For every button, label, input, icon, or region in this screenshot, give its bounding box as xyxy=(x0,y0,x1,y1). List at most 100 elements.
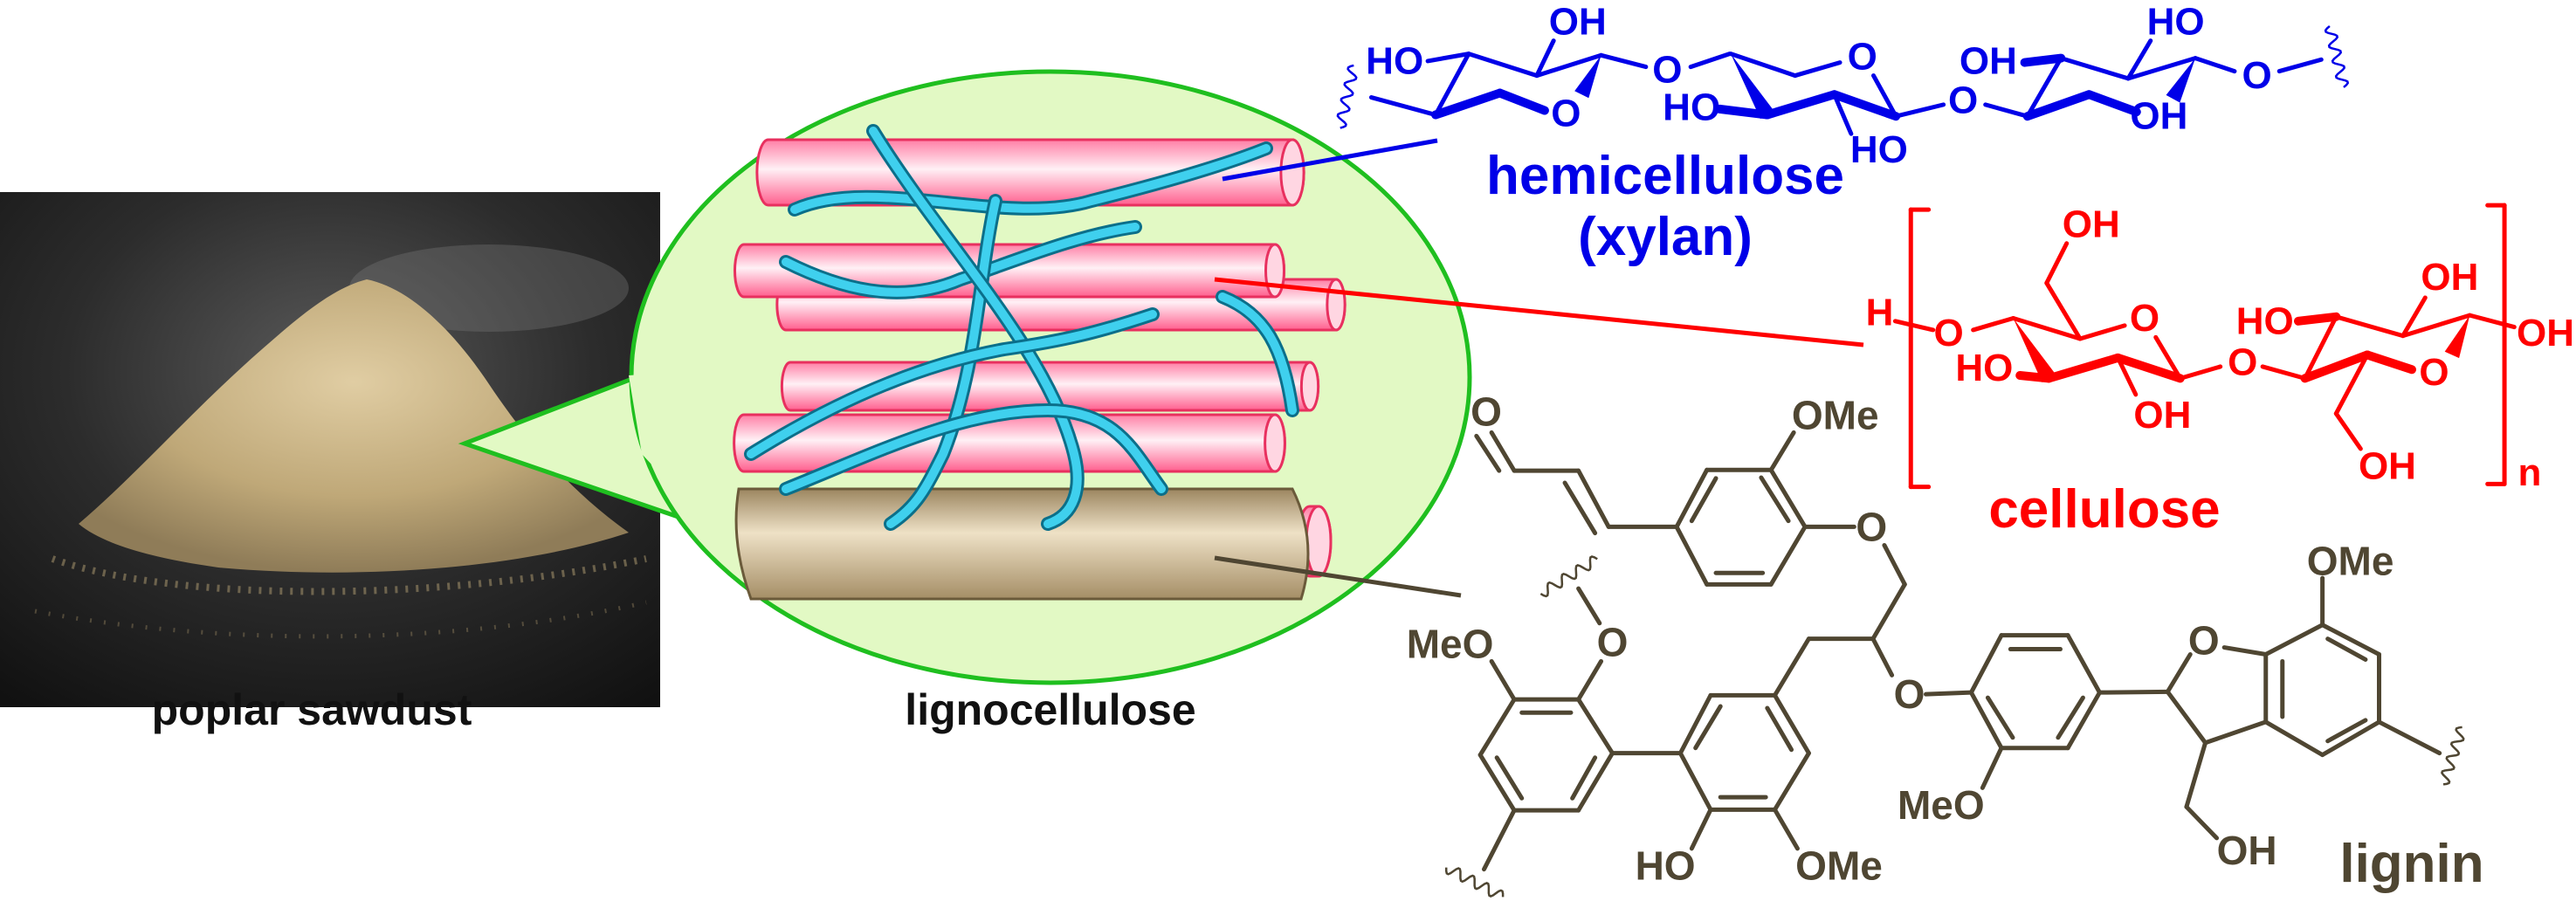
bond xyxy=(1689,476,1718,524)
bond xyxy=(1599,52,1649,70)
bond xyxy=(2333,314,2406,339)
atom-label: OH xyxy=(2421,256,2478,299)
bond xyxy=(1980,746,2004,790)
bond xyxy=(1728,52,1798,79)
wavy-bond xyxy=(2324,25,2350,88)
atom-label: HO xyxy=(1663,86,1720,129)
bond xyxy=(1762,90,1839,120)
atom-label: OH xyxy=(2133,394,2191,437)
bond xyxy=(1971,315,2016,333)
hemicellulose-strand xyxy=(744,307,1160,461)
bond xyxy=(1765,705,1794,753)
hemicellulose-strand xyxy=(779,402,1168,496)
bond xyxy=(1489,658,1517,702)
atom-label: OH xyxy=(2359,445,2416,488)
bond xyxy=(2400,313,2472,339)
cellulose-label: cellulose xyxy=(1988,479,2220,540)
bond xyxy=(2097,689,2170,695)
bond xyxy=(1983,102,2030,119)
hemicellulose-strands xyxy=(744,124,1299,531)
bond xyxy=(1677,751,1713,812)
atom-label: O xyxy=(2130,297,2159,340)
bond xyxy=(1870,581,1907,642)
bond xyxy=(2333,352,2370,416)
atom-label: OH xyxy=(2517,312,2574,354)
wavy-bond xyxy=(1444,867,1505,898)
hemicellulose-strand xyxy=(1216,290,1299,417)
bond xyxy=(1477,697,1517,758)
bond xyxy=(2011,315,2083,341)
bond xyxy=(2260,364,2308,381)
wedge-bond xyxy=(1731,53,1774,120)
bond xyxy=(1576,468,1611,529)
atom-label: OMe xyxy=(1795,843,1883,889)
bond xyxy=(1477,753,1517,813)
bond xyxy=(1832,92,1854,136)
bond xyxy=(1677,692,1713,756)
bond xyxy=(1773,807,1800,851)
bond xyxy=(2165,652,2193,694)
atom-label: O xyxy=(2228,340,2257,383)
atom-label: HO xyxy=(1850,128,1908,171)
bond xyxy=(1474,433,1502,473)
bond xyxy=(2044,241,2070,285)
bond xyxy=(2056,695,2085,740)
hemicellulose-strand xyxy=(866,124,1085,531)
bond xyxy=(2193,56,2237,74)
bond xyxy=(1489,430,1517,473)
atom-label: H xyxy=(1866,291,1894,334)
atom-label: OMe xyxy=(2307,538,2394,583)
bond xyxy=(1759,475,1791,524)
bond xyxy=(2178,364,2223,381)
bond xyxy=(1773,751,1811,812)
bond xyxy=(2320,719,2381,758)
bond xyxy=(1368,95,1438,118)
bond xyxy=(2263,623,2325,657)
bond xyxy=(2203,719,2269,746)
hemicellulose-strand xyxy=(788,141,1273,217)
bond xyxy=(2065,690,2102,751)
atom-label: O xyxy=(1597,620,1629,665)
atom-label: MeO xyxy=(1898,782,1985,828)
bond xyxy=(1576,658,1604,702)
bond xyxy=(2467,313,2517,330)
bond xyxy=(1773,692,1811,756)
bond xyxy=(1924,690,1973,697)
bond xyxy=(2333,411,2363,451)
bond xyxy=(1674,467,1710,529)
bond xyxy=(1768,524,1808,587)
bond xyxy=(1466,52,1539,79)
wavy-bond xyxy=(1539,555,1598,598)
bond xyxy=(1693,704,1723,751)
bond xyxy=(2184,804,2220,841)
cellulose-connector xyxy=(1214,277,1864,347)
bond xyxy=(1688,52,1732,70)
atom-label: OMe xyxy=(1792,393,1879,438)
sawdust-label: poplar sawdust xyxy=(152,685,472,734)
bond xyxy=(2293,312,2341,326)
bond xyxy=(1968,633,2004,695)
atom-label: HO xyxy=(2236,299,2294,342)
atom-label: O xyxy=(1652,48,1682,91)
bond xyxy=(1768,467,1808,529)
bond xyxy=(1481,808,1517,872)
atom-label: O xyxy=(2188,618,2220,664)
hemicellulose-connector xyxy=(1222,138,1438,182)
bond xyxy=(2058,56,2131,81)
wedge-bond xyxy=(2166,58,2196,103)
bond xyxy=(2113,353,2185,383)
bond xyxy=(2125,38,2153,81)
atom-label: HO xyxy=(2147,0,2205,43)
bond xyxy=(1893,102,1946,119)
atom-label: OH xyxy=(1549,0,1607,43)
hemicellulose-label: hemicellulose xyxy=(1486,146,1844,206)
bond xyxy=(1829,90,1901,121)
bond xyxy=(1674,524,1710,587)
repeat-n-label: n xyxy=(2518,451,2542,494)
bond xyxy=(1570,755,1598,801)
wavy-bond xyxy=(2441,726,2465,786)
bond xyxy=(2300,350,2372,383)
bond xyxy=(2025,56,2063,119)
bond xyxy=(1576,586,1602,626)
